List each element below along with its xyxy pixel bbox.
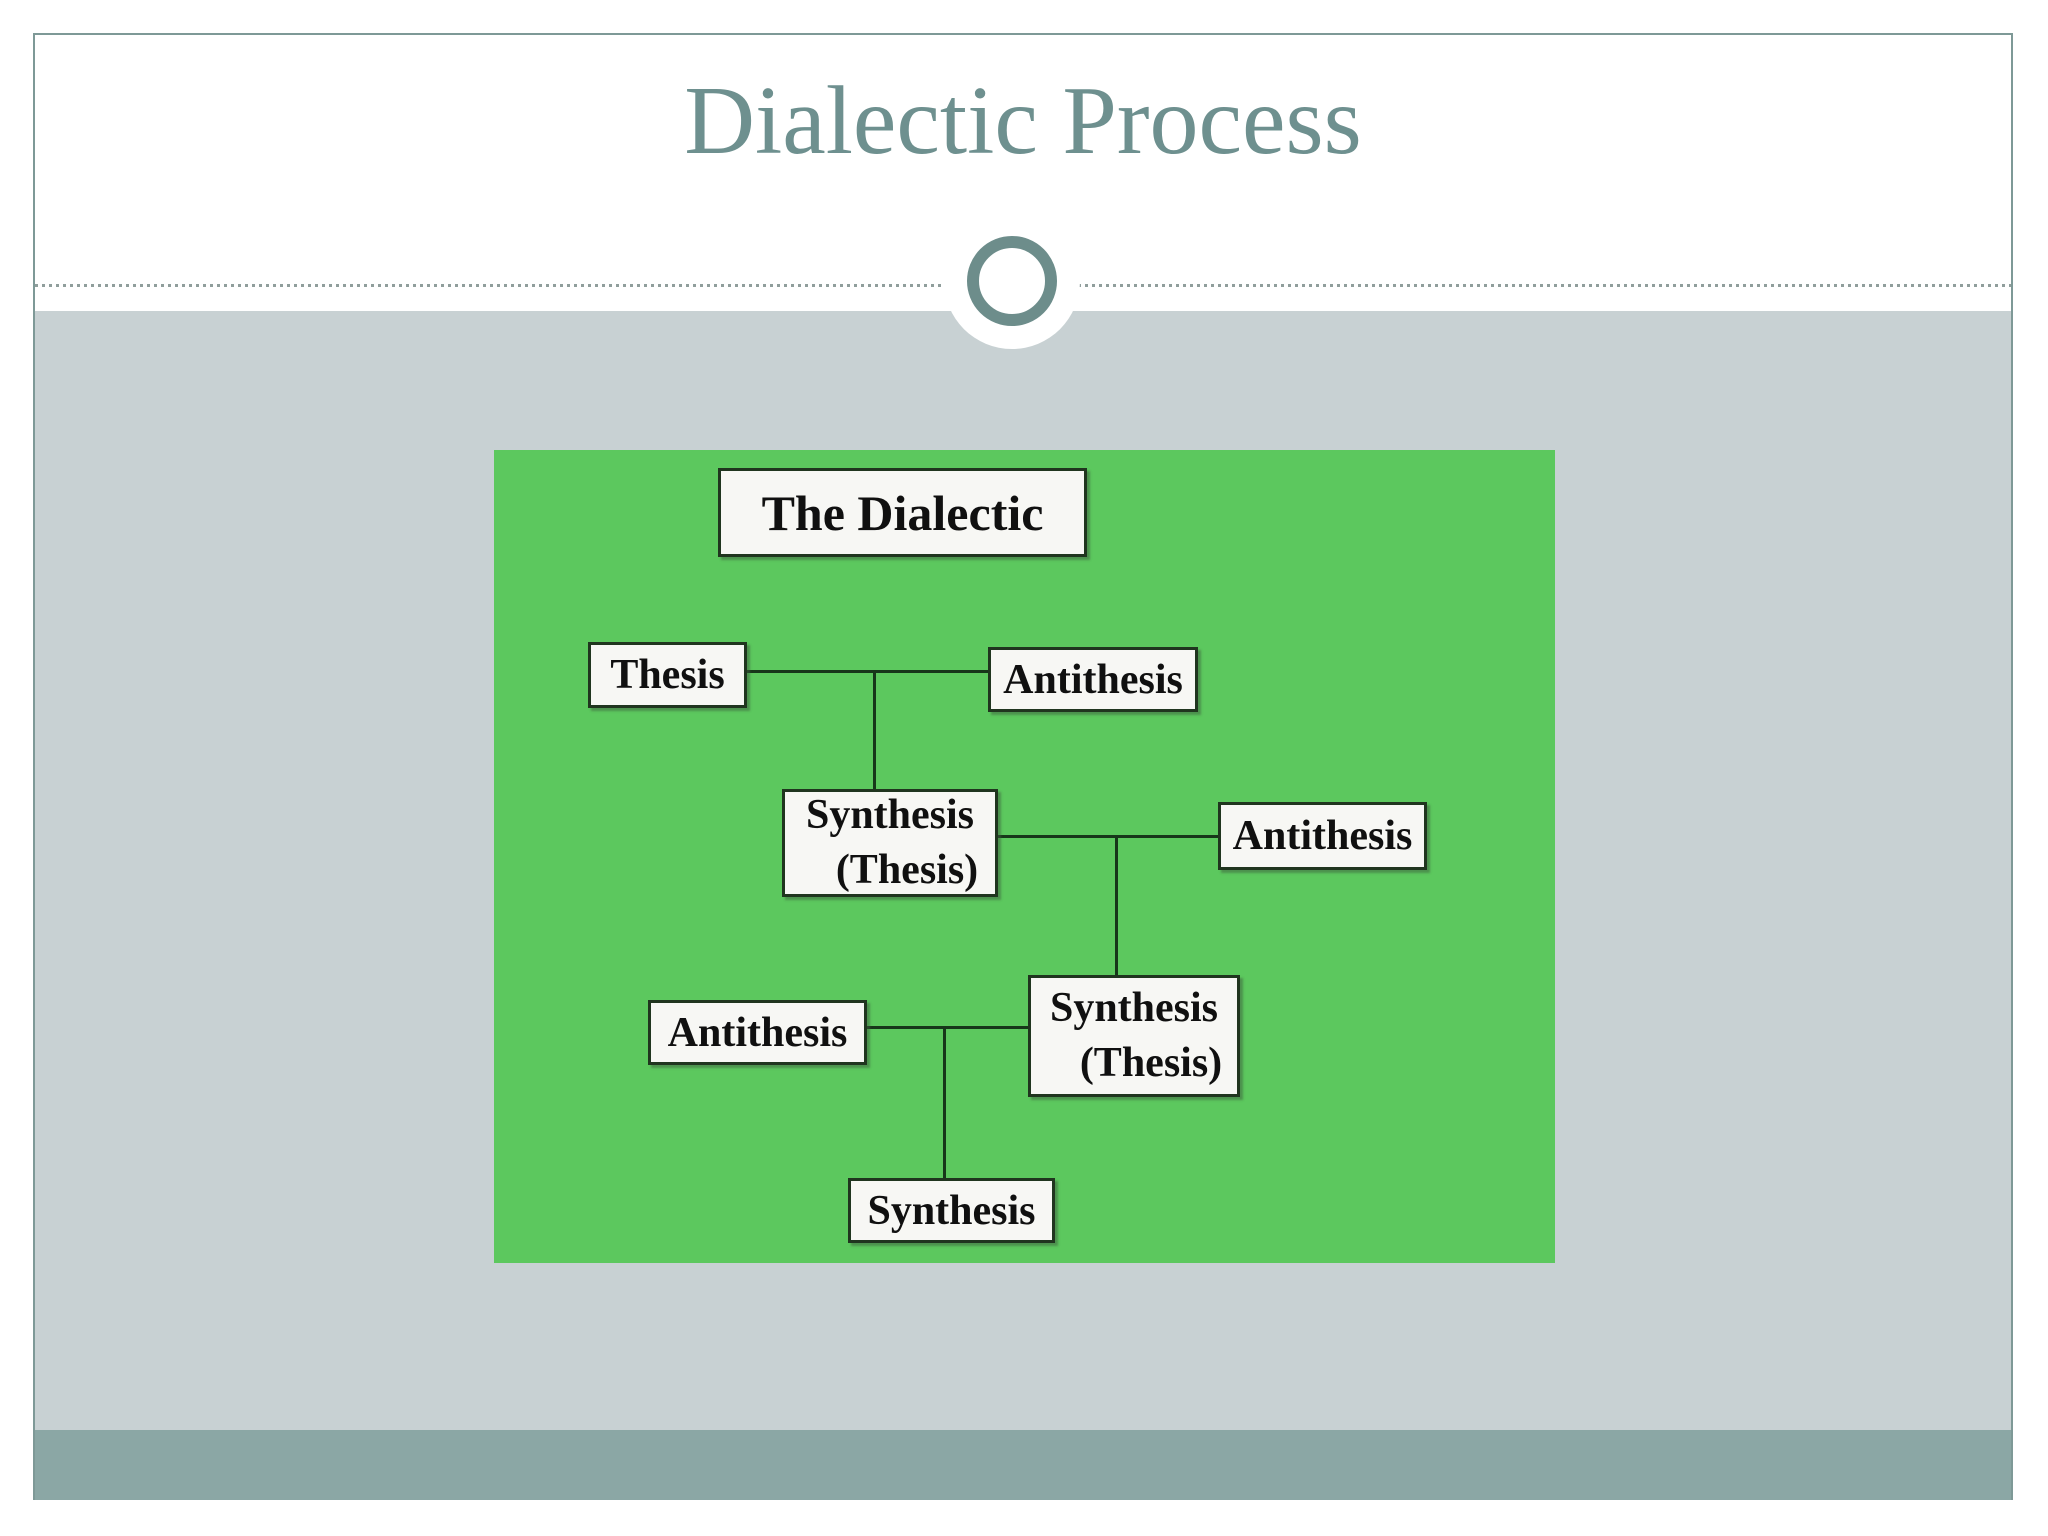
node-antithesis-3: Antithesis (648, 1000, 867, 1065)
node-synthesis-1: Synthesis (Thesis) (782, 789, 998, 897)
diagram-title-box: The Dialectic (718, 468, 1087, 557)
divider-circle-icon (967, 236, 1057, 326)
node-label: Synthesis (867, 1187, 1036, 1234)
node-label: Antithesis (667, 1009, 848, 1056)
node-sublabel: (Thesis) (835, 847, 979, 893)
node-label: Antithesis (1003, 656, 1183, 703)
node-antithesis-1: Antithesis (988, 647, 1198, 712)
connector-down-to-synthesis-1 (873, 670, 876, 789)
node-label: Synthesis (805, 791, 975, 838)
node-antithesis-2: Antithesis (1218, 802, 1427, 870)
connector-synthesis1-antithesis2 (996, 835, 1218, 838)
node-thesis: Thesis (588, 642, 747, 708)
node-synthesis-3: Synthesis (848, 1178, 1055, 1243)
node-label: Synthesis (1049, 984, 1219, 1031)
connector-down-to-synthesis-3 (943, 1026, 946, 1178)
connector-antithesis3-synthesis2 (865, 1026, 1028, 1029)
dialectic-diagram-panel: The Dialectic Thesis Antithesis Synthesi… (494, 450, 1555, 1263)
node-sublabel: (Thesis) (1079, 1040, 1223, 1086)
slide-title: Dialectic Process (684, 67, 1362, 175)
connector-thesis-antithesis (744, 670, 988, 673)
diagram-title-label: The Dialectic (761, 484, 1044, 541)
connector-down-to-synthesis-2 (1115, 835, 1118, 975)
node-synthesis-2: Synthesis (Thesis) (1028, 975, 1240, 1097)
node-label: Thesis (610, 652, 725, 698)
footer-bar (35, 1430, 2011, 1500)
node-label: Antithesis (1232, 813, 1413, 859)
